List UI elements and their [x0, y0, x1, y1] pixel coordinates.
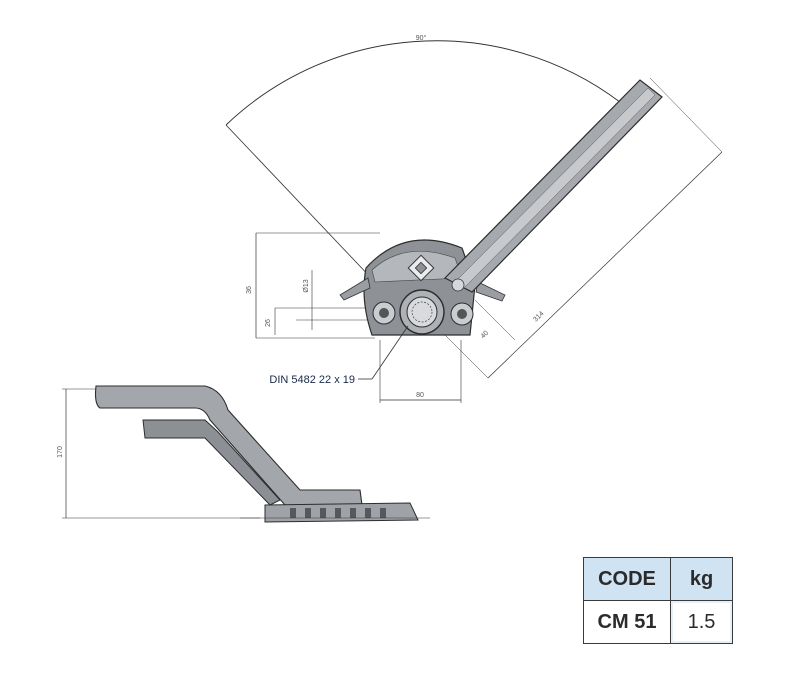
- table-row: CM 51 1.5: [583, 600, 733, 644]
- spec-table: CODE kg CM 51 1.5: [583, 557, 733, 644]
- table-header-row: CODE kg: [583, 557, 733, 601]
- dim-side-height: 170: [57, 446, 64, 458]
- angle-label: 90°: [416, 34, 427, 42]
- side-view: [62, 385, 430, 523]
- dim-height-top: 36: [246, 286, 253, 294]
- brand-logo-icon: [407, 254, 435, 282]
- header-code: CODE: [583, 557, 671, 601]
- dim-arm-length: 314: [532, 310, 545, 323]
- header-kg: kg: [670, 557, 733, 601]
- sector-edge-left: [225, 124, 393, 301]
- dim-arm-small: 40: [480, 330, 491, 341]
- clamp-arm: [444, 79, 663, 293]
- dim-width: 80: [416, 392, 424, 399]
- cell-code: CM 51: [583, 600, 671, 644]
- swing-sector: [225, 40, 631, 126]
- dim-offset: 26: [265, 319, 272, 327]
- callout-spline: DIN 5482 22 x 19: [269, 374, 355, 386]
- cell-kg: 1.5: [670, 600, 733, 644]
- dim-diameter: Ø13: [303, 279, 310, 292]
- clamp-body: [339, 239, 506, 336]
